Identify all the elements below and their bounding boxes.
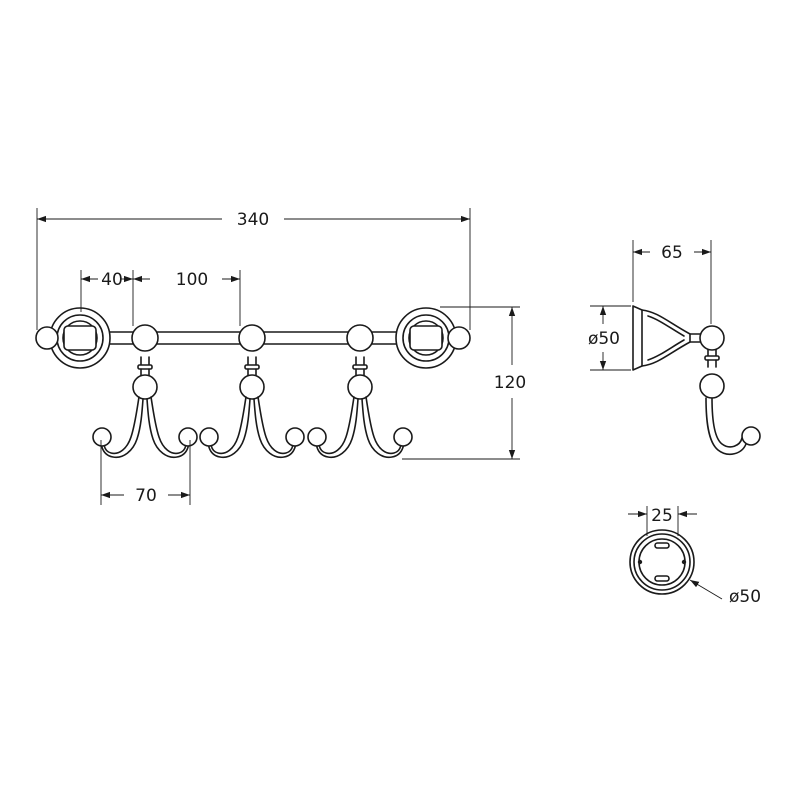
rail-knob [238,324,266,352]
dim-plate-diameter: ø50 [689,579,761,607]
double-hook [92,356,198,459]
dim-label-340: 340 [237,210,269,230]
side-view: 65 ø50 [588,240,761,456]
dim-label-plate-diameter: ø50 [729,587,761,607]
dim-plate-spacing: 25 [628,506,697,536]
dim-label-100: 100 [176,270,208,290]
right-wall-mount [395,307,471,369]
dim-label-25: 25 [651,506,673,526]
screw-slot [654,542,670,549]
dim-hook-width: 70 [100,440,191,506]
dim-label-40: 40 [101,270,123,290]
dim-label-120: 120 [494,373,526,393]
dim-overall-width: 340 [36,208,471,330]
dim-label-70: 70 [135,486,157,506]
dim-label-side-diameter: ø50 [588,329,620,349]
dim-side-diameter: ø50 [588,305,631,371]
left-wall-mount [35,307,111,369]
dim-height: 120 [402,306,526,460]
double-hook [199,356,305,459]
dim-projection: 65 [632,240,712,324]
double-hook [307,356,413,459]
dim-spacing: 40 100 [80,270,241,326]
screw-slot [654,575,670,582]
mounting-plate-view: 25 ø50 [628,506,761,607]
front-view: 340 40 100 120 70 [35,208,526,506]
dim-label-65: 65 [661,243,683,263]
rail-knob [346,324,374,352]
rail-knob [131,324,159,352]
